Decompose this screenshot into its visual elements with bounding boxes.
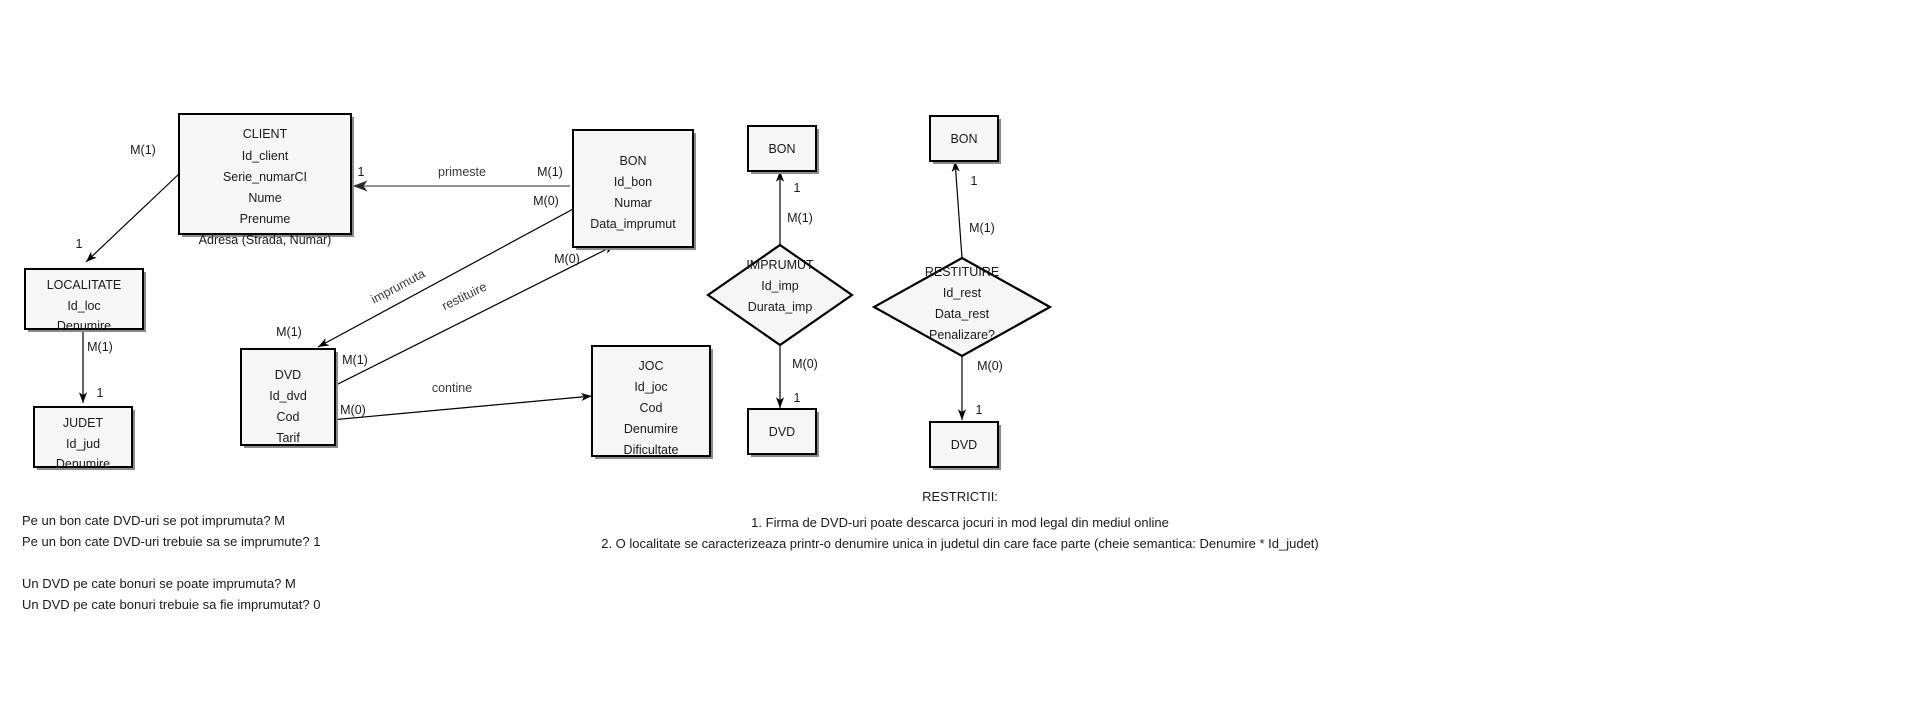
entity-dvd-title: DVD [275, 368, 301, 382]
relationship-imprumut-title: IMPRUMUT [746, 258, 814, 272]
edge-restituire-diamond-dvd: M(0) 1 [957, 356, 1003, 420]
cardinality-imprumut-bottom: M(0) [792, 357, 818, 371]
cardinality-restituire-bottom: M(0) [977, 359, 1003, 373]
cardinality-restituire-top: M(1) [969, 221, 995, 235]
relationship-imprumut[interactable]: IMPRUMUT Id_imp Durata_imp [706, 243, 854, 347]
relationship-imprumut-attr-0: Id_imp [761, 279, 799, 293]
cardinality-imprumut-bottom-target: 1 [794, 391, 801, 405]
entity-joc[interactable]: JOC Id_joc Cod Denumire Dificultate [591, 345, 713, 459]
relationship-label-restituire: restituire [440, 280, 489, 314]
entity-client-title: CLIENT [243, 127, 288, 141]
cardinality-imprumut-top: M(1) [787, 211, 813, 225]
entity-bon-attr-0: Id_bon [614, 175, 652, 189]
entity-dvd-ref-2-title: DVD [951, 438, 977, 452]
entity-localitate-attr-1: Denumire [57, 319, 111, 333]
entity-dvd[interactable]: DVD Id_dvd Cod Tarif [240, 348, 338, 448]
entity-joc-attr-0: Id_joc [634, 380, 667, 394]
entity-judet[interactable]: JUDET Id_jud Denumire [33, 406, 135, 471]
edge-localitate-judet: M(1) 1 [78, 330, 113, 403]
entity-client-attr-2: Nume [248, 191, 281, 205]
edge-primeste: primeste M(1) 1 [353, 165, 570, 192]
entity-dvd-attr-0: Id_dvd [269, 389, 307, 403]
entity-judet-attr-0: Id_jud [66, 437, 100, 451]
relationship-label-contine: contine [432, 381, 472, 395]
entity-bon-attr-1: Numar [614, 196, 652, 210]
cardinality-imprumuta-from: M(0) [533, 194, 559, 208]
cardinality-imprumuta-to: M(1) [276, 325, 302, 339]
entity-client-attr-1: Serie_numarCI [223, 170, 307, 184]
entity-bon-ref-1[interactable]: BON [747, 125, 819, 174]
entity-judet-title: JUDET [63, 416, 104, 430]
restrictions-title: RESTRICTII: [922, 489, 998, 504]
entity-joc-attr-2: Denumire [624, 422, 678, 436]
edge-restituire: restituire M(1) M(0) [329, 244, 616, 389]
entity-joc-attr-1: Cod [640, 401, 663, 415]
entity-dvd-attr-2: Tarif [276, 431, 300, 445]
relationship-restituire-attr-2: Penalizare? [929, 328, 995, 342]
cardinality-restituire-bottom-target: 1 [976, 403, 983, 417]
cardinality-localitate-judet-from: M(1) [87, 340, 113, 354]
entity-bon-attr-2: Data_imprumut [590, 217, 676, 231]
cardinality-client-localitate-from: M(1) [130, 143, 156, 157]
restrictions-block: RESTRICTII: 1. Firma de DVD-uri poate de… [601, 489, 1319, 551]
cardinality-restituire-from: M(1) [342, 353, 368, 367]
relationship-label-primeste: primeste [438, 165, 486, 179]
cardinality-localitate-judet-to: 1 [97, 386, 104, 400]
notes-questions: Pe un bon cate DVD-uri se pot imprumuta?… [22, 513, 320, 612]
entity-client-attr-0: Id_client [242, 149, 289, 163]
entity-localitate-title: LOCALITATE [47, 278, 122, 292]
entity-dvd-ref-1[interactable]: DVD [747, 408, 819, 457]
note-line-1: Pe un bon cate DVD-uri trebuie sa se imp… [22, 534, 320, 549]
entity-bon-ref-2[interactable]: BON [929, 115, 1001, 164]
note-line-3: Un DVD pe cate bonuri se poate imprumuta… [22, 576, 296, 591]
entity-bon-ref-1-title: BON [768, 142, 795, 156]
entity-joc-title: JOC [639, 359, 664, 373]
restrictions-item-1: 2. O localitate se caracterizeaza printr… [601, 536, 1319, 551]
cardinality-contine-from: M(0) [340, 403, 366, 417]
entity-joc-attr-3: Dificultate [624, 443, 679, 457]
restrictions-item-0: 1. Firma de DVD-uri poate descarca jocur… [751, 515, 1169, 530]
relationship-restituire[interactable]: RESTITUIRE Id_rest Data_rest Penalizare? [871, 256, 1053, 358]
entity-client-attr-4: Adresa (Strada, Numar) [199, 233, 332, 247]
entity-localitate[interactable]: LOCALITATE Id_loc Denumire [24, 268, 146, 333]
cardinality-restituire-top-target: 1 [971, 174, 978, 188]
cardinality-primeste-to: 1 [358, 165, 365, 179]
entity-judet-attr-1: Denumire [56, 457, 110, 471]
entity-localitate-attr-0: Id_loc [67, 299, 100, 313]
entity-client[interactable]: CLIENT Id_client Serie_numarCI Nume Pren… [178, 113, 354, 247]
cardinality-imprumut-top-target: 1 [794, 181, 801, 195]
relationship-label-imprumuta: imprumuta [369, 266, 428, 306]
edge-contine: contine M(0) [330, 381, 593, 421]
entity-bon-ref-2-title: BON [950, 132, 977, 146]
entity-dvd-ref-1-title: DVD [769, 425, 795, 439]
cardinality-restituire-to: M(0) [554, 252, 580, 266]
edge-imprumut-bon: 1 M(1) [775, 171, 813, 245]
entity-client-attr-3: Prenume [240, 212, 291, 226]
relationship-imprumut-attr-1: Durata_imp [748, 300, 813, 314]
cardinality-client-localitate-to: 1 [76, 237, 83, 251]
entity-dvd-attr-1: Cod [277, 410, 300, 424]
entity-dvd-ref-2[interactable]: DVD [929, 421, 1001, 470]
relationship-restituire-title: RESTITUIRE [925, 265, 999, 279]
entity-bon[interactable]: BON Id_bon Numar Data_imprumut [572, 129, 696, 250]
note-line-0: Pe un bon cate DVD-uri se pot imprumuta?… [22, 513, 285, 528]
relationship-restituire-attr-1: Data_rest [935, 307, 990, 321]
note-line-4: Un DVD pe cate bonuri trebuie sa fie imp… [22, 597, 320, 612]
edge-client-localitate: M(1) 1 [76, 143, 181, 263]
entity-bon-title: BON [619, 154, 646, 168]
relationship-restituire-attr-0: Id_rest [943, 286, 982, 300]
cardinality-primeste-from: M(1) [537, 165, 563, 179]
edge-imprumut-dvd: M(0) 1 [775, 345, 818, 408]
edge-restituire-diamond-bon: 1 M(1) [951, 160, 995, 259]
